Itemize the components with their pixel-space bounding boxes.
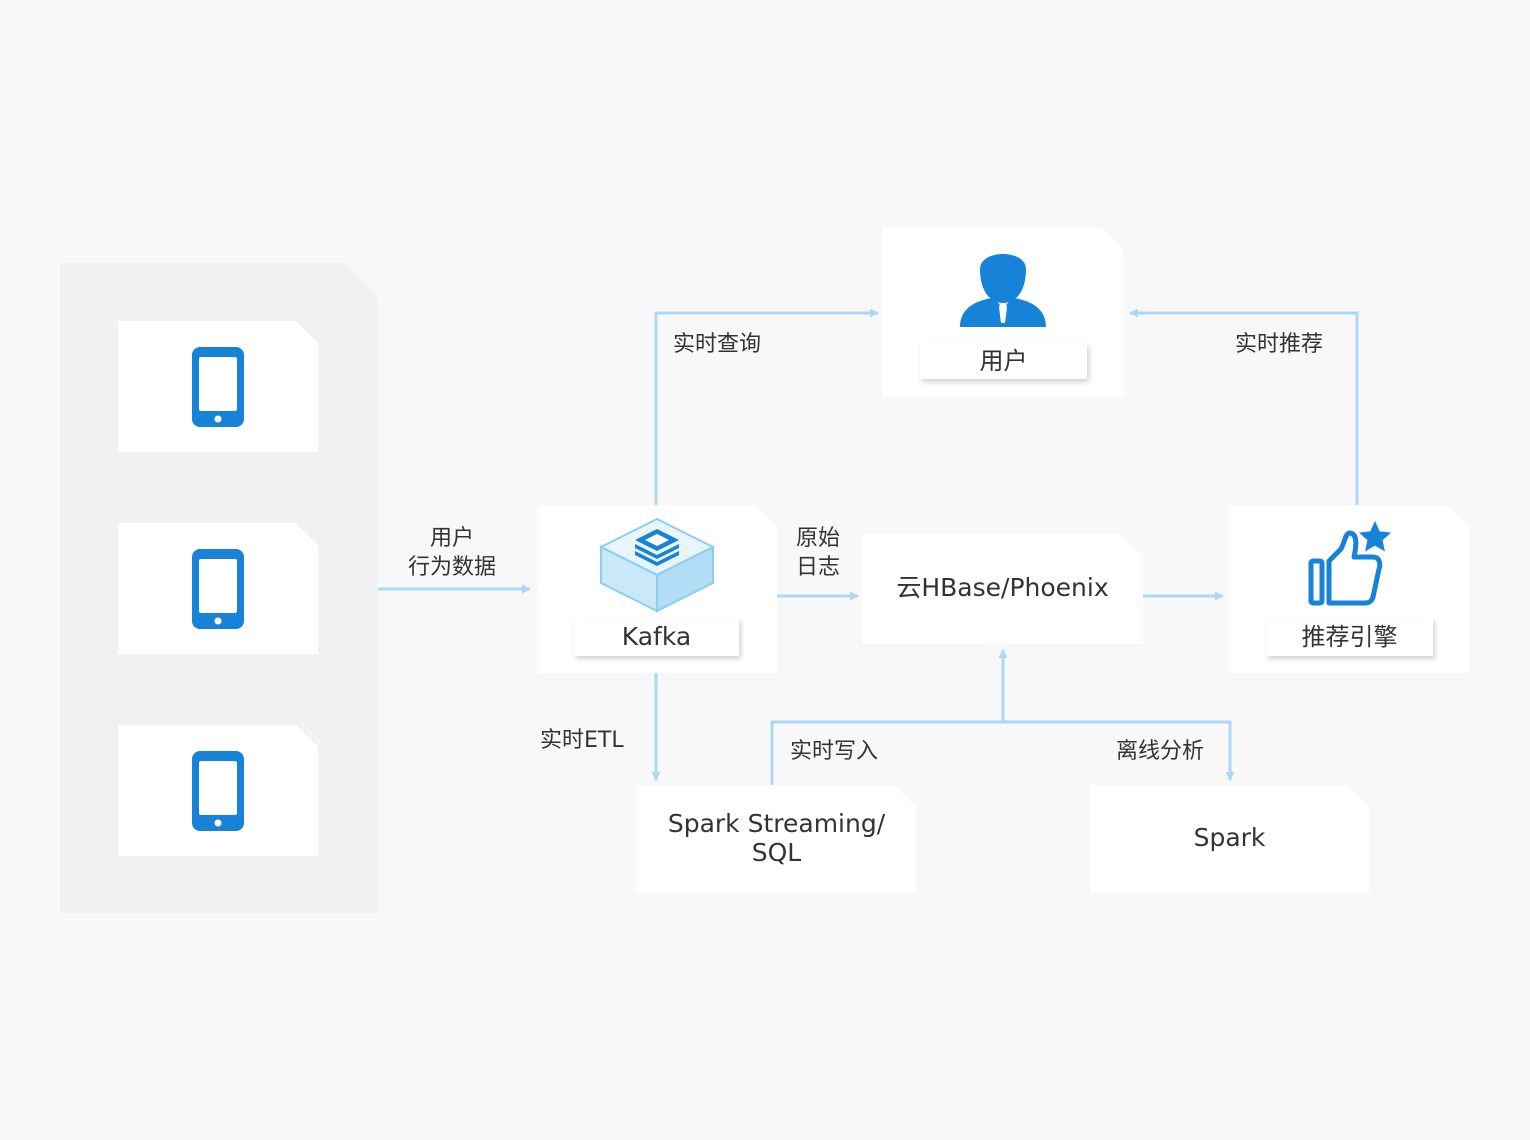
recommend-engine-node: 推荐引擎 [1229,505,1469,673]
hbase-node: 云HBase/Phoenix [862,534,1143,644]
device-card-1 [118,321,318,452]
spark-node: Spark [1090,785,1369,893]
edge-label-realtime-etl: 实时ETL [540,728,624,753]
spark-streaming-node: Spark Streaming/ SQL [637,785,916,893]
edge-label-realtime-write: 实时写入 [790,739,879,764]
kafka-node: Kafka [537,505,777,673]
smartphone-icon [190,547,246,631]
kafka-icon [599,517,715,615]
spark-streaming-label-line1: Spark Streaming/ [667,809,886,838]
spark-label: Spark [1193,823,1266,852]
edge-streaming-to-hbase [770,649,1008,785]
edge-label-behavior-line2: 行为数据 [407,555,496,580]
spark-streaming-label-line2: SQL [751,838,802,867]
edge-recommend-to-user [1129,308,1359,505]
recommend-engine-label: 推荐引擎 [1266,618,1433,656]
edge-label-raw-log-line1: 原始 [795,526,840,551]
user-icon [958,239,1048,329]
kafka-label: Kafka [574,618,739,656]
thumbs-up-star-icon [1305,519,1397,607]
edge-label-behavior-line1: 用户 [429,526,474,551]
edge-label-realtime-recommend: 实时推荐 [1235,332,1324,357]
user-node: 用户 [882,227,1123,397]
edge-label-realtime-query: 实时查询 [673,332,762,357]
smartphone-icon [190,345,246,429]
hbase-label: 云HBase/Phoenix [896,573,1109,602]
edge-hbase-to-spark [1003,720,1235,781]
smartphone-icon [190,749,246,833]
edge-label-offline-analysis: 离线分析 [1116,739,1205,764]
device-card-3 [118,725,318,856]
device-card-2 [118,523,318,654]
user-label: 用户 [920,343,1087,379]
edge-label-raw-log-line2: 日志 [795,555,840,580]
edge-kafka-to-user [654,308,879,505]
